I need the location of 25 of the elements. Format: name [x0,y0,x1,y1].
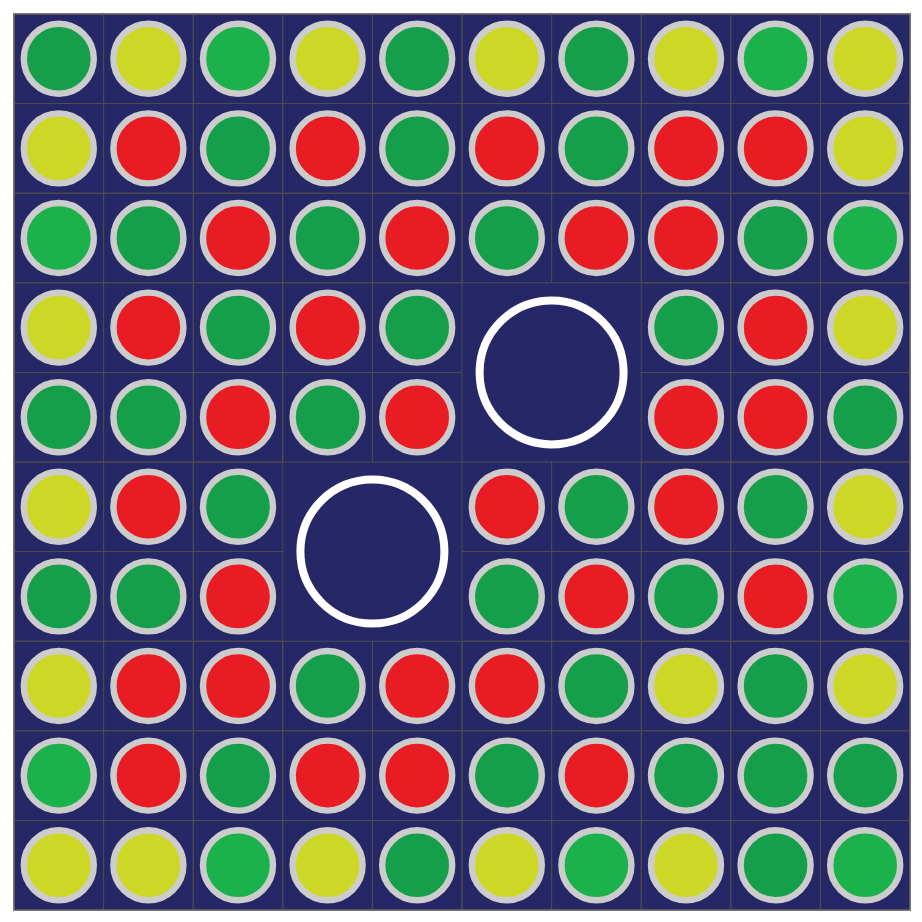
fuel-pin [827,827,904,904]
fuel-pin [827,199,904,277]
fuel-pin [827,289,904,366]
fuel-pin [827,647,904,725]
fuel-pin [20,827,97,904]
fuel-pin [199,647,277,725]
fuel-pin [647,827,725,904]
fuel-pin [468,827,545,904]
fuel-pin [827,558,904,635]
water-hole [296,475,449,628]
fuel-pin [827,468,904,545]
fuel-pin [827,737,904,814]
water-hole [475,296,628,449]
fuel-pin [199,199,277,277]
fuel-pin [647,647,725,725]
fuel-pin [737,827,814,904]
fuel-pin [827,110,904,187]
fuel-pin [558,827,635,904]
fuel-pin [199,827,277,904]
fuel-pin [827,379,904,456]
fuel-pin [289,827,366,904]
fuel-pin [647,199,725,277]
fuel-pin [110,827,187,904]
fuel-pin [379,827,456,904]
fuel-pin [827,20,904,97]
